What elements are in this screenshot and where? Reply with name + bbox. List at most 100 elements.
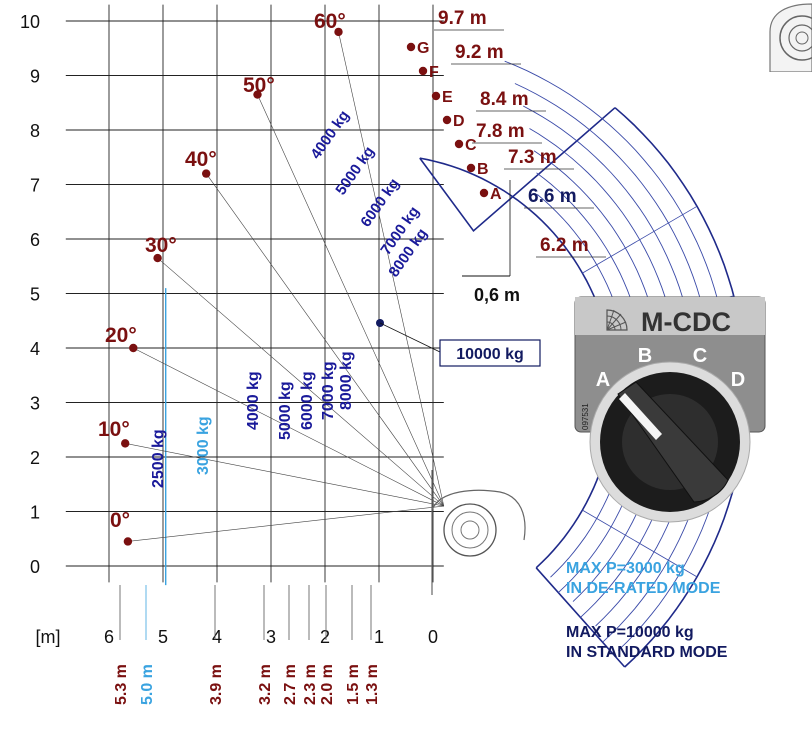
angle-label: 10° bbox=[98, 418, 130, 441]
extension-position-dot bbox=[418, 66, 428, 76]
selector-position-c: C bbox=[693, 345, 707, 367]
angle-rays bbox=[121, 27, 445, 546]
mode-selector-panel: M-CDC A B C D 097531 bbox=[574, 296, 766, 523]
extension-position-dot bbox=[466, 163, 476, 173]
y-tick-label: 4 bbox=[30, 339, 40, 359]
extension-position-label: G bbox=[417, 40, 429, 57]
wheel-icon bbox=[443, 503, 497, 557]
angle-label: 30° bbox=[145, 234, 177, 257]
x-tick-label: 4 bbox=[212, 627, 222, 647]
extension-position-dot bbox=[406, 42, 416, 52]
extension-position-dot bbox=[454, 139, 464, 149]
extension-position-dot bbox=[431, 91, 441, 101]
load-zone-label: 3000 kg bbox=[195, 416, 212, 475]
envelope-tip bbox=[419, 107, 616, 232]
reach-label: 2.3 m bbox=[302, 664, 319, 705]
x-axis-label: [m] bbox=[36, 627, 61, 647]
extension-position-label: A bbox=[490, 186, 502, 203]
selector-position-b: B bbox=[638, 345, 652, 367]
max-load-box bbox=[439, 339, 541, 367]
angle-marker-dot bbox=[123, 537, 133, 546]
legend-derated-line-2: IN DE-RATED MODE bbox=[566, 580, 721, 597]
angle-marker-dot bbox=[202, 169, 211, 178]
angle-ray bbox=[125, 443, 444, 507]
y-tick-label: 10 bbox=[20, 12, 40, 32]
y-tick-label: 5 bbox=[30, 285, 40, 305]
machine-body-outline bbox=[431, 470, 526, 595]
y-tick-label: 1 bbox=[30, 503, 40, 523]
angle-marker-dot bbox=[253, 90, 262, 99]
wheel-corner-icon bbox=[768, 2, 812, 72]
legend-standard-line-1: MAX P=10000 kg bbox=[566, 624, 694, 641]
angle-label: 60° bbox=[314, 10, 346, 33]
legend-standard-line-2: IN STANDARD MODE bbox=[566, 644, 728, 661]
load-zone-label: 5000 kg bbox=[277, 381, 294, 440]
extension-position-dot bbox=[479, 188, 489, 198]
load-zone-label-upper: 5000 kg bbox=[332, 143, 377, 198]
offset-label: 0,6 m bbox=[474, 285, 520, 305]
load-zone-label: 7000 kg bbox=[320, 361, 337, 420]
y-tick-label: 0 bbox=[30, 557, 40, 577]
angle-marker-dot bbox=[153, 253, 162, 263]
selector-knob[interactable] bbox=[589, 361, 751, 523]
legend-standard-mode: MAX P=10000 kg IN STANDARD MODE bbox=[566, 623, 727, 663]
height-label: 7.3 m bbox=[508, 147, 557, 168]
knob-pointer bbox=[619, 393, 662, 440]
extension-position-label: B bbox=[477, 161, 489, 178]
x-tick-label: 5 bbox=[158, 627, 168, 647]
angle-ray bbox=[127, 505, 444, 542]
x-tick-label: 2 bbox=[320, 627, 330, 647]
knob-handle[interactable] bbox=[617, 381, 729, 503]
height-label: 8.4 m bbox=[480, 89, 529, 110]
angle-ray bbox=[133, 347, 444, 507]
reach-label: 2.0 m bbox=[319, 664, 336, 705]
extension-position-label: D bbox=[453, 113, 465, 130]
fan-icon bbox=[606, 309, 628, 331]
legend-derated-line-1: MAX P=3000 kg bbox=[566, 560, 685, 577]
y-tick-label: 3 bbox=[30, 394, 40, 414]
angle-label: 0° bbox=[110, 509, 130, 532]
y-tick-label: 2 bbox=[30, 448, 40, 468]
load-zone-label-upper: 4000 kg bbox=[307, 107, 352, 162]
machine-outline bbox=[431, 470, 526, 595]
reach-label: 5.0 m bbox=[139, 664, 156, 705]
reach-label: 5.3 m bbox=[113, 664, 130, 705]
y-tick-label: 9 bbox=[30, 67, 40, 87]
zone-divider bbox=[582, 205, 698, 274]
reach-label: 1.3 m bbox=[364, 664, 381, 705]
reach-label: 3.9 m bbox=[208, 664, 225, 705]
load-zone-label: 8000 kg bbox=[338, 351, 355, 410]
x-tick-label: 0 bbox=[428, 627, 438, 647]
selector-serial: 097531 bbox=[581, 403, 590, 430]
selector-position-d: D bbox=[731, 369, 745, 391]
angle-marker-dot bbox=[334, 27, 343, 37]
extension-position-label: F bbox=[429, 64, 439, 81]
angle-marker-dot bbox=[121, 439, 130, 448]
legend-derated-mode: MAX P=3000 kg IN DE-RATED MODE bbox=[566, 559, 720, 599]
extension-position-label: C bbox=[465, 137, 477, 154]
grid bbox=[65, 4, 444, 583]
angle-label: 40° bbox=[185, 148, 217, 171]
height-label: 9.2 m bbox=[455, 42, 504, 63]
max-load-label: 10000 kg bbox=[456, 346, 524, 363]
load-zone-label: 6000 kg bbox=[299, 371, 316, 430]
load-zone-label: 4000 kg bbox=[245, 371, 262, 430]
reach-label: 2.7 m bbox=[282, 664, 299, 705]
max-load-leader bbox=[379, 322, 441, 353]
angle-ray bbox=[205, 173, 445, 507]
load-zone-label: 2500 kg bbox=[150, 429, 167, 488]
selector-title: M-CDC bbox=[641, 307, 731, 337]
y-tick-label: 8 bbox=[30, 121, 40, 141]
angle-ray bbox=[338, 31, 445, 507]
extension-position-label: E bbox=[442, 89, 453, 106]
x-tick-label: 3 bbox=[266, 627, 276, 647]
height-label: 7.8 m bbox=[476, 121, 525, 142]
angle-ray bbox=[157, 257, 444, 507]
height-label: 6.6 m bbox=[528, 186, 577, 207]
extension-position-dot bbox=[442, 115, 452, 125]
angle-label: 50° bbox=[243, 74, 275, 97]
height-label: 9.7 m bbox=[438, 8, 487, 29]
